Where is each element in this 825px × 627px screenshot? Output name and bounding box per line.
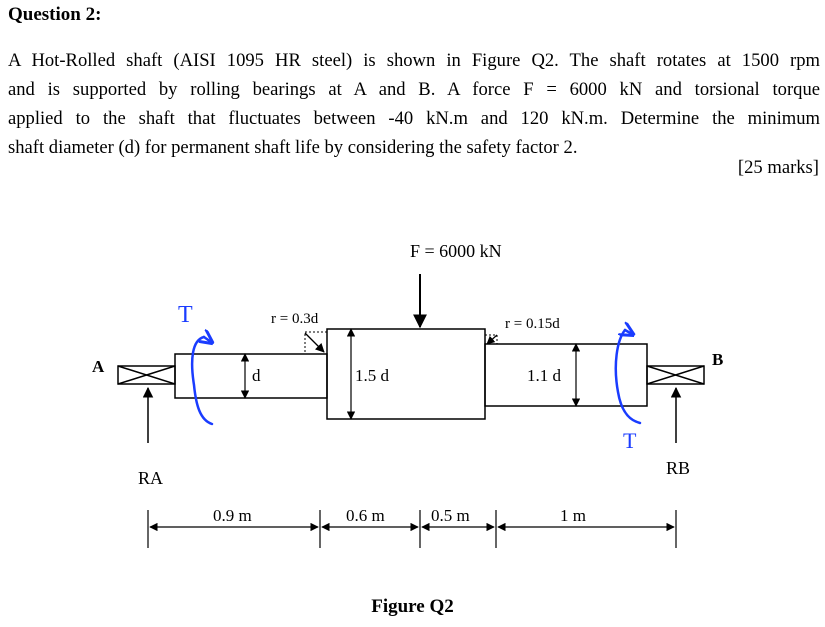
marks-label: [25 marks] (737, 157, 819, 178)
diameter-label-middle: 1.5 d (355, 366, 390, 385)
question-line: and is supported by rolling bearings at … (8, 79, 820, 100)
length-label: 0.9 m (213, 506, 252, 525)
force-label: F = 6000 kN (410, 241, 502, 261)
length-label: 0.6 m (346, 506, 385, 525)
bearing-b (646, 365, 705, 385)
fillet-left-label: r = 0.3d (271, 311, 319, 327)
length-label: 0.5 m (431, 506, 470, 525)
figure-caption: Figure Q2 (371, 596, 454, 617)
fillet-right-marker (484, 334, 498, 345)
support-a-label: A (92, 357, 105, 376)
shaft-section-left (174, 353, 328, 399)
question-text: A Hot-Rolled shaft (AISI 1095 HR steel) … (8, 46, 820, 162)
question-line: A Hot-Rolled shaft (AISI 1095 HR steel) … (8, 50, 820, 71)
fillet-left-arrow (304, 332, 325, 353)
diameter-label-right: 1.1 d (527, 366, 562, 385)
torque-label-left: T (178, 302, 193, 328)
torque-annotation-left (190, 337, 212, 426)
diameter-label-left: d (252, 366, 261, 385)
torque-annotation-right (614, 330, 642, 425)
question-line: applied to the shaft that fluctuates bet… (8, 108, 820, 129)
bearing-a (117, 365, 176, 385)
reaction-b-label: RB (666, 458, 690, 478)
fillet-right-label: r = 0.15d (505, 316, 560, 332)
fillet-left-marker (304, 331, 328, 355)
length-dimensions (147, 510, 677, 548)
torque-label-right: T (623, 428, 637, 453)
length-label: 1 m (560, 506, 586, 525)
reaction-a-label: RA (138, 468, 163, 488)
question-heading: Question 2: (8, 4, 102, 25)
shaft-section-right (484, 343, 648, 407)
fillet-right-arrow (486, 334, 498, 345)
question-line: shaft diameter (d) for permanent shaft l… (8, 137, 578, 158)
support-b-label: B (712, 350, 723, 369)
